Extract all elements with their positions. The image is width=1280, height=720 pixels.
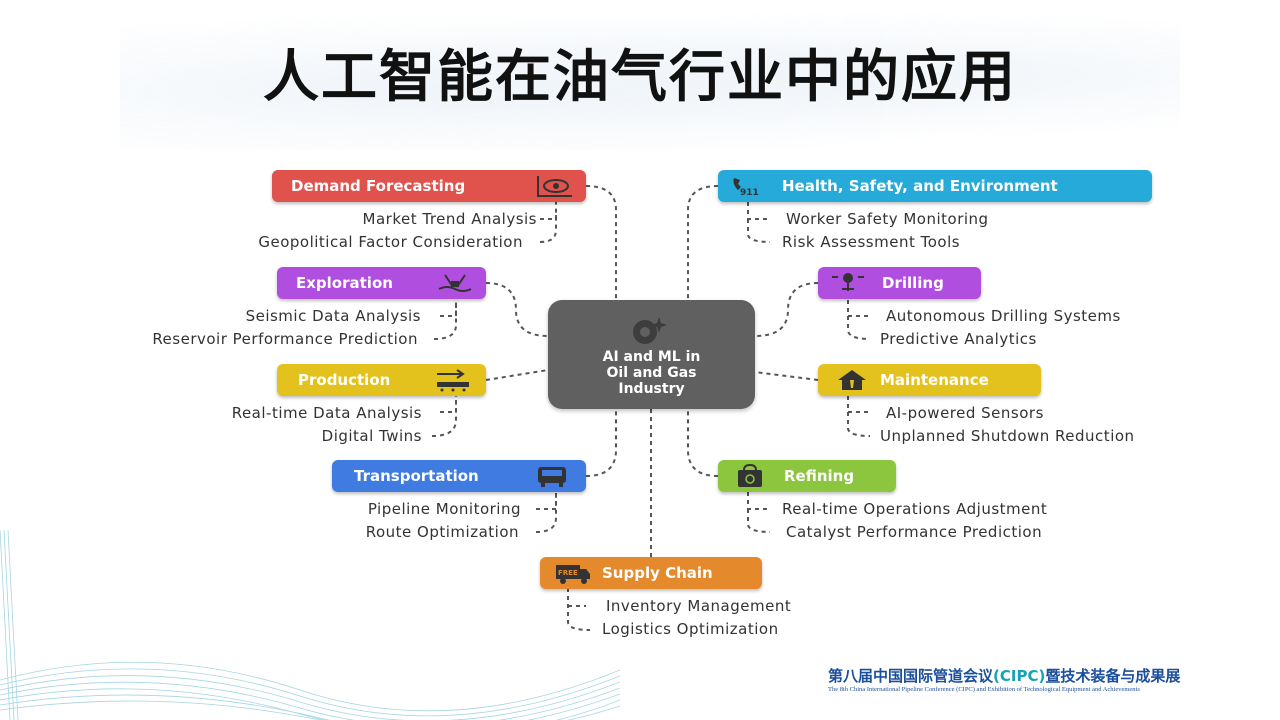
item-realtime-operations: Real-time Operations Adjustment [782, 500, 1048, 518]
center-node: AI and ML in Oil and Gas Industry [548, 300, 755, 409]
world-map-background [120, 0, 1180, 150]
recycle-bag-icon [738, 464, 762, 487]
center-label: AI and ML in Oil and Gas Industry [602, 349, 701, 397]
item-logistics-optimization: Logistics Optimization [602, 620, 779, 638]
sparkle-brain-icon [633, 317, 667, 344]
phone-911-icon: 911 [733, 178, 759, 198]
branch-label: Supply Chain [602, 564, 713, 582]
branch-label: Transportation [354, 467, 479, 485]
connector-exploration [485, 282, 549, 337]
branch-label: Drilling [882, 274, 944, 292]
branch-label: Production [298, 371, 391, 389]
item-reservoir-performance: Reservoir Performance Prediction [152, 330, 418, 348]
house-tool-icon [838, 370, 866, 390]
svg-text:FREE: FREE [558, 569, 578, 577]
item-pipeline-monitoring: Pipeline Monitoring [367, 500, 521, 518]
item-route-optimization: Route Optimization [365, 523, 519, 541]
item-digital-twins: Digital Twins [321, 427, 422, 445]
item-seismic-data-analysis: Seismic Data Analysis [245, 307, 421, 325]
item-catalyst-performance: Catalyst Performance Prediction [786, 523, 1043, 541]
branch-supply-chain: FREE Supply Chain [540, 557, 762, 589]
eye-chart-icon [537, 176, 572, 197]
decorative-wave-lines [0, 529, 620, 720]
item-ai-powered-sensors: AI-powered Sensors [886, 404, 1044, 422]
branch-label: Health, Safety, and Environment [782, 177, 1058, 195]
branch-label: Exploration [296, 274, 393, 292]
branch-exploration: Exploration [277, 267, 486, 299]
branch-label: Maintenance [880, 371, 989, 389]
item-market-trend-analysis: Market Trend Analysis [362, 210, 537, 228]
conference-name-cn: 第八届中国国际管道会议 [828, 667, 994, 685]
oil-rig-icon [438, 274, 472, 292]
item-geopolitical-factor: Geopolitical Factor Consideration [258, 233, 523, 251]
conveyor-icon [437, 369, 469, 392]
branch-production: Production [277, 364, 486, 396]
item-risk-assessment-tools: Risk Assessment Tools [782, 233, 961, 251]
svg-text:911: 911 [740, 188, 759, 198]
item-inventory-management: Inventory Management [606, 597, 792, 615]
connector-maintenance [754, 371, 819, 381]
conference-title-cn: 第八届中国国际管道会议(CIPC)暨技术装备与成果展 [828, 665, 1180, 686]
drill-icon [832, 273, 864, 291]
item-autonomous-drilling: Autonomous Drilling Systems [886, 307, 1121, 325]
item-realtime-data-analysis: Real-time Data Analysis [231, 404, 422, 422]
item-predictive-analytics: Predictive Analytics [880, 330, 1037, 348]
conference-title-en: The 8th China International Pipeline Con… [828, 686, 1140, 693]
free-truck-icon: FREE [556, 565, 590, 584]
branch-health-safety-environment: 911 Health, Safety, and Environment [718, 170, 1152, 202]
connector-demand [585, 185, 617, 300]
connector-drilling [754, 282, 819, 337]
item-unplanned-shutdown: Unplanned Shutdown Reduction [880, 427, 1135, 445]
bus-icon [538, 467, 566, 487]
branch-refining: Refining [718, 460, 896, 492]
branch-demand-forecasting: Demand Forecasting [272, 170, 586, 202]
branch-transportation: Transportation [332, 460, 586, 492]
connector-production [485, 369, 549, 381]
branch-label: Refining [784, 467, 855, 485]
connector-refining [687, 409, 719, 477]
branch-label: Demand Forecasting [291, 177, 466, 195]
conference-exhibition-cn: 暨技术装备与成果展 [1045, 667, 1181, 685]
connector-transportation [585, 409, 617, 477]
connector-hse [687, 185, 719, 300]
branch-drilling: Drilling [818, 267, 981, 299]
branch-maintenance: Maintenance [818, 364, 1041, 396]
item-worker-safety-monitoring: Worker Safety Monitoring [786, 210, 989, 228]
page-title: 人工智能在油气行业中的应用 [263, 45, 1017, 110]
conference-abbr: (CIPC) [993, 667, 1046, 685]
